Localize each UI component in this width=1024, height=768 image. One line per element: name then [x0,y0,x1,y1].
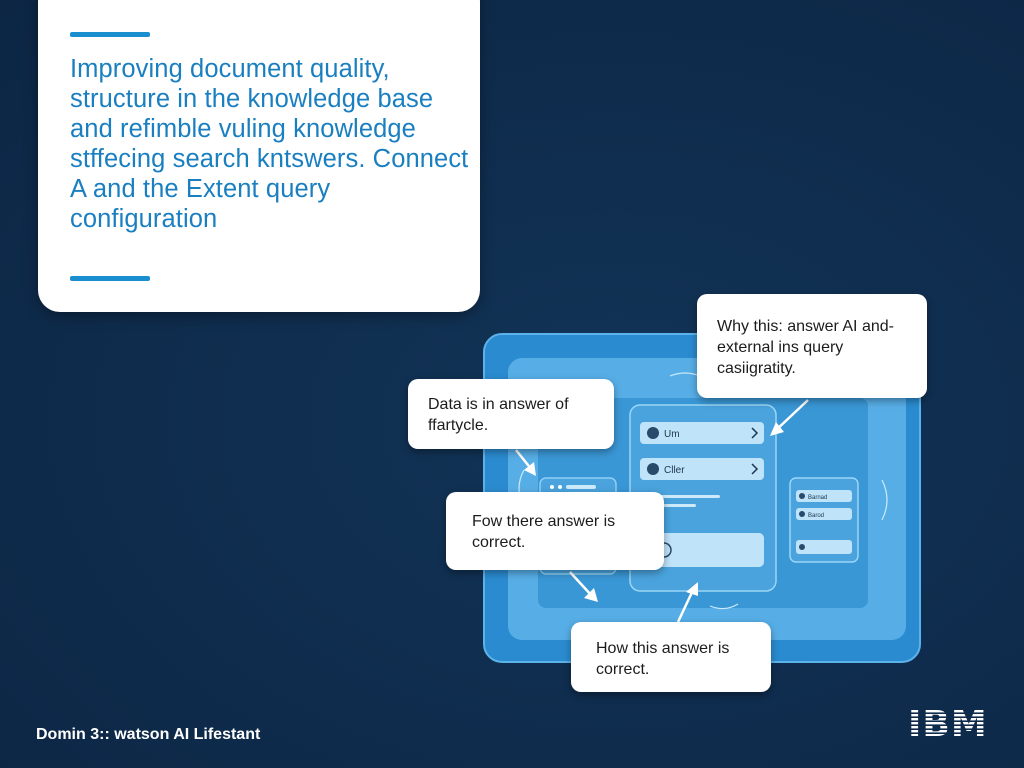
accent-line-top [70,32,150,37]
pointer-arrowhead-why [770,422,784,436]
side-item-2-label: Barod [808,513,824,519]
bubble-how-correct: How this answer is correct. [571,622,771,692]
side-item-3 [796,540,852,554]
side-item-2-icon [799,511,805,517]
pointer-arrowhead-data [524,462,536,476]
curved-arrow-icon [709,603,739,610]
side-item-1-label: Barnad [808,495,827,501]
bubble-fow-correct: Fow there answer is correct. [446,492,664,570]
footer-label: Domin 3:: watson AI Lifestant [36,726,261,743]
chat-input [640,533,764,567]
left-window-dot-2 [558,485,562,489]
chevron-right-icon [751,463,759,475]
chat-item-2 [640,458,764,480]
headline: Improving document quality, structure in… [70,55,469,233]
svg-text:IBM: IBM [908,704,988,742]
bubble-why-this-answer: Why this: answer AI and-external ins que… [697,294,927,398]
pointer-arrow-fow [569,571,593,597]
side-item-2 [796,508,852,520]
bubble-data-answer: Data is in answer of ffartycle. [408,379,614,449]
side-item-1 [796,490,852,502]
text-card: Improving document quality, structure in… [38,0,480,312]
accent-line-bottom [70,276,150,281]
side-item-1-icon [799,493,805,499]
pointer-arrowhead-how [686,582,698,596]
chat-item-2-label: Cller [664,465,685,476]
side-item-3-icon [799,544,805,550]
left-window-dot-1 [550,485,554,489]
chat-item-1 [640,422,764,444]
pointer-arrowhead-fow [584,588,598,602]
user-icon [647,463,659,475]
curved-arrow-icon [881,479,888,521]
left-window-bar [566,485,596,489]
chevron-right-icon [751,427,759,439]
user-icon [647,427,659,439]
chat-text-line-1 [646,495,720,498]
ibm-logo: IBM [908,704,988,742]
chat-item-1-label: Um [664,429,680,440]
